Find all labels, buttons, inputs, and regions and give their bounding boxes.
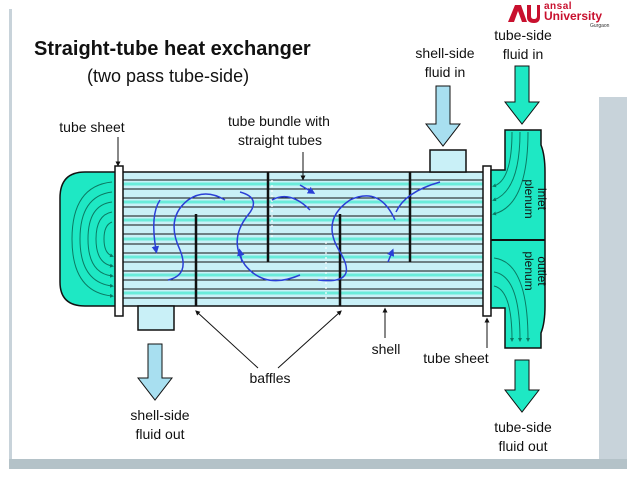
logo-name: ansal — [544, 1, 573, 12]
slide-bottom-border — [9, 459, 627, 469]
diagram-title: Straight-tube heat exchanger — [34, 38, 311, 60]
label-line: plenum — [522, 251, 536, 291]
label-shell-side-fluid-out: shell-side fluid out — [118, 406, 202, 444]
label-line: tube bundle with — [228, 113, 330, 129]
slide-left-border — [9, 9, 12, 469]
tube-sheet-left-part — [114, 165, 124, 317]
label-line: tube-side — [494, 27, 552, 43]
label-tube-sheet-left: tube sheet — [59, 119, 125, 135]
slide-right-border — [599, 97, 627, 459]
shell-outlet-nozzle — [137, 305, 175, 331]
label-shell: shell — [371, 341, 401, 357]
tube-side-in-arrow — [503, 65, 541, 125]
logo-mark-icon — [508, 5, 540, 23]
shell-inlet-nozzle — [429, 149, 467, 173]
label-shell-side-fluid-in: shell-side fluid in — [404, 44, 486, 82]
label-line: fluid in — [424, 64, 466, 80]
label-line: inlet — [535, 187, 549, 210]
shell-side-in-arrow — [424, 85, 462, 147]
shell-side-out-arrow — [136, 343, 174, 401]
diagram-subtitle: (two pass tube-side) — [87, 66, 250, 86]
label-line: straight tubes — [238, 132, 323, 148]
label-tube-side-fluid-out: tube-side fluid out — [482, 418, 564, 456]
label-line: tube-side — [494, 419, 552, 435]
label-inlet-plenum: inlet plenum — [522, 169, 549, 229]
university-logo: ansal University Gurgaon — [506, 0, 624, 30]
left-head — [59, 171, 119, 307]
right-head — [490, 129, 546, 349]
baffles — [194, 172, 412, 306]
label-line: outlet — [535, 256, 549, 286]
tube-bundle — [122, 179, 484, 299]
label-line: fluid out — [498, 438, 548, 454]
label-line: plenum — [522, 179, 536, 219]
tube-side-out-arrow — [503, 359, 541, 413]
label-tube-sheet-right: tube sheet — [423, 350, 489, 366]
label-outlet-plenum: outlet plenum — [522, 241, 549, 301]
callout-pointers — [115, 137, 490, 369]
label-line: fluid in — [502, 46, 544, 62]
logo-university: University — [544, 9, 603, 23]
label-baffles: baffles — [249, 370, 291, 386]
label-line: shell-side — [415, 45, 475, 61]
label-line: fluid out — [135, 426, 185, 442]
label-tube-bundle: tube bundle with straight tubes — [228, 112, 358, 150]
logo-city: Gurgaon — [590, 23, 610, 29]
label-tube-side-fluid-in: tube-side fluid in — [482, 26, 564, 64]
tube-sheet-right-part — [482, 165, 492, 317]
label-line: shell-side — [130, 407, 190, 423]
shell-flow-path — [151, 181, 441, 282]
